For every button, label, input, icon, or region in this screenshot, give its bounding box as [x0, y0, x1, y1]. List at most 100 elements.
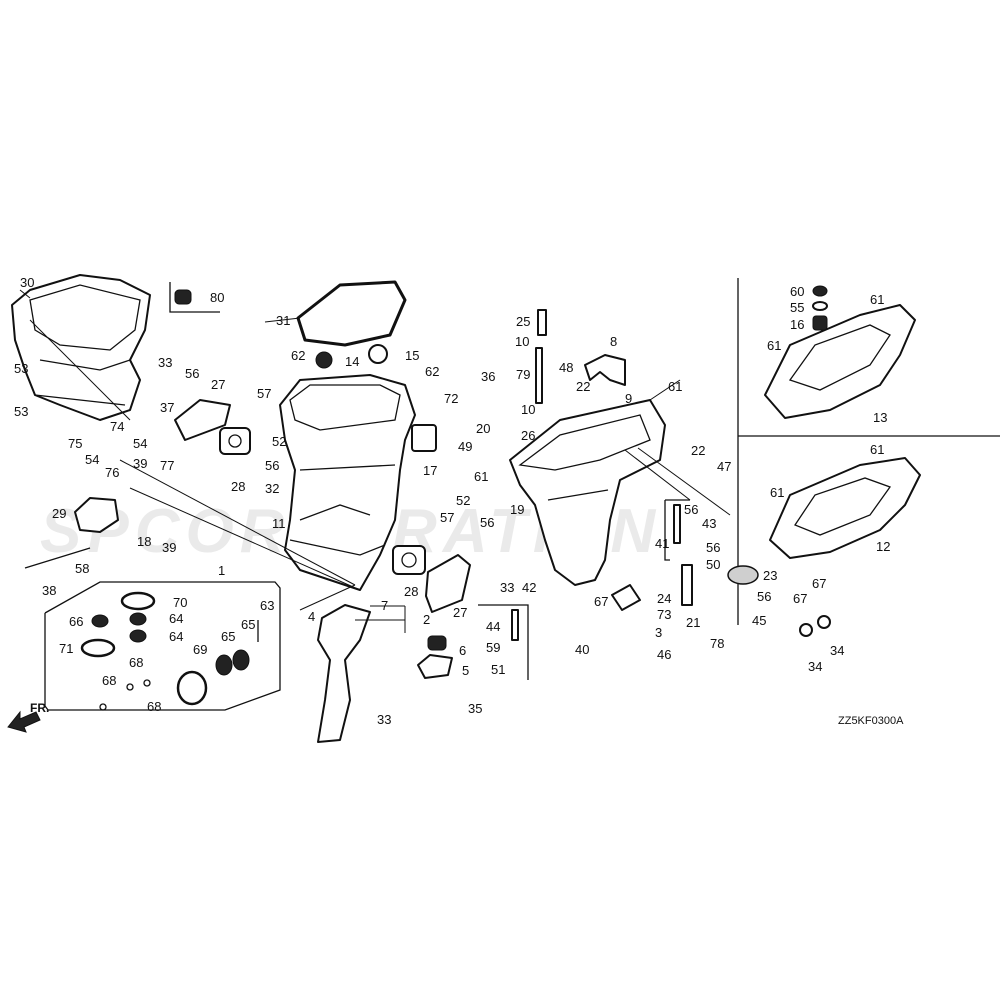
part-27-cover-right	[425, 554, 471, 613]
callout-68: 68	[102, 673, 116, 688]
kit-frame-44	[478, 604, 529, 680]
callout-33: 33	[377, 712, 391, 727]
callout-49: 49	[458, 439, 472, 454]
callout-7: 7	[381, 598, 388, 613]
callout-22: 22	[691, 443, 705, 458]
callout-28: 28	[231, 479, 245, 494]
callout-68: 68	[129, 655, 143, 670]
part-80-grommet	[174, 289, 192, 305]
callout-52: 52	[456, 493, 470, 508]
callout-73: 73	[657, 607, 671, 622]
callout-65: 65	[221, 629, 235, 644]
callout-71: 71	[59, 641, 73, 656]
callout-78: 78	[710, 636, 724, 651]
part-17-bracket	[411, 424, 437, 452]
part-8-pipe	[584, 354, 626, 386]
callout-11: 11	[272, 516, 286, 531]
frame-80	[169, 282, 220, 313]
callout-36: 36	[481, 369, 495, 384]
callout-57: 57	[257, 386, 271, 401]
part-24-clip	[611, 584, 641, 611]
callout-43: 43	[702, 516, 716, 531]
callout-48: 48	[559, 360, 573, 375]
callout-40: 40	[575, 642, 589, 657]
callout-34: 34	[830, 643, 844, 658]
callout-62: 62	[425, 364, 439, 379]
kit-bracket-frame	[44, 581, 281, 711]
part-25-bolt	[537, 309, 547, 336]
part-27-cover-left	[174, 399, 231, 441]
front-direction-arrow: FR.	[7, 701, 49, 733]
callout-63: 63	[260, 598, 274, 613]
callout-31: 31	[276, 313, 290, 328]
callout-32: 32	[265, 481, 279, 496]
callout-61: 61	[767, 338, 781, 353]
front-direction-label: FR.	[30, 701, 49, 715]
callout-80: 80	[210, 290, 224, 305]
callout-56: 56	[265, 458, 279, 473]
part-2-exhaust-bracket	[317, 604, 371, 743]
callout-1: 1	[218, 563, 225, 578]
callout-67: 67	[594, 594, 608, 609]
part-23-anode	[727, 565, 759, 585]
callout-29: 29	[52, 506, 66, 521]
callout-3: 3	[655, 625, 662, 640]
part-79-shaft	[535, 347, 543, 404]
callout-20: 20	[476, 421, 490, 436]
callout-35: 35	[468, 701, 482, 716]
callout-54: 54	[133, 436, 147, 451]
part-60-55-16-stack	[812, 285, 828, 331]
callout-37: 37	[160, 400, 174, 415]
part-30-under-cover	[11, 274, 151, 421]
kit-1-contents	[80, 591, 259, 711]
part-28-pump-right	[392, 545, 426, 575]
callout-44: 44	[486, 619, 500, 634]
callout-52: 52	[272, 434, 286, 449]
callout-39: 39	[133, 456, 147, 471]
callout-76: 76	[105, 465, 119, 480]
callout-45: 45	[752, 613, 766, 628]
callout-8: 8	[610, 334, 617, 349]
callout-61: 61	[474, 469, 488, 484]
callout-2: 2	[423, 612, 430, 627]
callout-18: 18	[137, 534, 151, 549]
part-31-seal	[296, 280, 407, 347]
callout-61: 61	[870, 442, 884, 457]
callout-34: 34	[808, 659, 822, 674]
callout-17: 17	[423, 463, 437, 478]
callout-72: 72	[444, 391, 458, 406]
callout-14: 14	[345, 354, 359, 369]
callout-28: 28	[404, 584, 418, 599]
callout-56: 56	[684, 502, 698, 517]
callout-60: 60	[790, 284, 804, 299]
callout-65: 65	[241, 617, 255, 632]
callout-16: 16	[790, 317, 804, 332]
part-13-cover-top	[764, 304, 916, 419]
callout-10: 10	[515, 334, 529, 349]
part-14-plug	[315, 351, 333, 369]
callout-25: 25	[516, 314, 530, 329]
callout-56: 56	[185, 366, 199, 381]
leader-lines	[19, 289, 731, 633]
callout-41: 41	[655, 536, 669, 551]
callout-13: 13	[873, 410, 887, 425]
callout-12: 12	[876, 539, 890, 554]
part-34-bolts	[799, 615, 831, 637]
callout-56: 56	[757, 589, 771, 604]
callout-51: 51	[491, 662, 505, 677]
callout-64: 64	[169, 629, 183, 644]
callout-53: 53	[14, 361, 28, 376]
callout-19: 19	[510, 502, 524, 517]
callout-33: 33	[500, 580, 514, 595]
part-12-cover-bottom	[769, 457, 921, 559]
callout-67: 67	[793, 591, 807, 606]
callout-79: 79	[516, 367, 530, 382]
callout-68: 68	[147, 699, 161, 714]
callout-21: 21	[686, 615, 700, 630]
diagram-code: ZZ5KF0300A	[838, 715, 904, 727]
callout-67: 67	[812, 576, 826, 591]
callout-74: 74	[110, 419, 124, 434]
callout-57: 57	[440, 510, 454, 525]
callout-77: 77	[160, 458, 174, 473]
